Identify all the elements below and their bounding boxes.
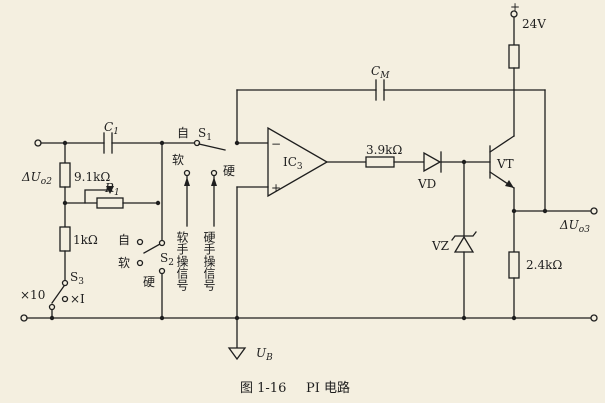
cm-label: CM — [371, 64, 390, 81]
c1-label: C1 — [104, 120, 119, 137]
resistor-3-9k — [365, 156, 395, 168]
input-section: C1 自 S1 软 硬 — [34, 120, 269, 178]
drive-stage: 3.9kΩ VD — [326, 143, 491, 191]
opamp-body — [267, 126, 329, 198]
s2-auto-contact — [136, 238, 144, 246]
ic3-label: IC3 — [283, 155, 303, 172]
vz-label: VZ — [431, 239, 449, 253]
s1-pivot — [193, 139, 201, 147]
vt-label: VT — [496, 157, 514, 171]
s2-soft-label: 软 — [118, 256, 130, 270]
diode-vd — [423, 151, 442, 173]
collector-resistor — [508, 44, 520, 69]
s1-auto-label: 自 — [177, 126, 189, 140]
ub-reference-symbol — [227, 347, 247, 361]
supply-plus-label: + — [510, 0, 520, 14]
manual-signal-arrows: 软手操信号 硬手操信号 — [175, 175, 217, 291]
resistor-9-1k-label: 9.1kΩ — [74, 170, 110, 184]
vd-label: VD — [417, 177, 436, 191]
s1-label: S1 — [198, 126, 212, 143]
resistor-network: ΔUo2 9.1kΩ R1 1kΩ 自 软 S2 硬 S3 ×10 ×I — [20, 142, 174, 319]
zener-body — [453, 235, 475, 253]
cm-feedback-capacitor: CM — [236, 64, 546, 212]
ground-rail: UB — [20, 314, 598, 363]
soft-manual-signal-label: 软手操信号 — [175, 231, 189, 291]
ground-left-terminal — [20, 314, 28, 322]
input-delta-u-label: ΔUo2 — [21, 170, 52, 187]
figure-number: 图 1-16 — [240, 381, 286, 396]
resistor-1k-label: 1kΩ — [73, 233, 98, 247]
s2-label: S2 — [160, 251, 174, 268]
resistor-2-4k — [508, 251, 520, 279]
s2-auto-label: 自 — [118, 233, 130, 247]
resistor-2-4k-label: 2.4kΩ — [526, 258, 562, 272]
s1-hard-label: 硬 — [223, 164, 235, 178]
s1-soft-contact — [183, 169, 191, 177]
opamp-ic3: − + IC3 — [236, 126, 329, 319]
s2-soft-contact — [136, 259, 144, 267]
resistor-9-1k — [59, 162, 71, 188]
hard-manual-signal-label: 硬手操信号 — [202, 231, 216, 291]
x10-label: ×10 — [20, 288, 45, 302]
opamp-plus: + — [271, 181, 281, 195]
figure-title: PI 电路 — [306, 380, 350, 396]
x1-label: ×I — [70, 292, 85, 306]
zener-vz: VZ — [431, 161, 477, 319]
s1-hard-contact — [210, 169, 218, 177]
s2-pivot — [158, 239, 166, 247]
s3-label: S3 — [70, 270, 84, 287]
supply-branch: + 24V — [508, 0, 546, 91]
s1-soft-label: 软 — [172, 153, 184, 167]
s3-x1-contact — [61, 295, 69, 303]
potentiometer-r1 — [96, 197, 124, 209]
r1-label: R1 — [104, 181, 120, 198]
supply-voltage-label: 24V — [522, 17, 546, 31]
s1-blade — [198, 143, 226, 151]
ub-label: UB — [256, 346, 273, 363]
resistor-1k — [59, 226, 71, 252]
output-terminal — [590, 207, 598, 215]
opamp-minus: − — [271, 137, 281, 151]
resistor-3-9k-label: 3.9kΩ — [366, 143, 402, 157]
emitter-arrow — [505, 180, 514, 188]
transistor-vt: VT 2.4kΩ ΔUo3 — [489, 89, 598, 319]
s3-pivot — [61, 279, 69, 287]
ground-right-terminal — [590, 314, 598, 322]
s3-x10-contact — [48, 303, 56, 311]
output-delta-u-label: ΔUo3 — [559, 218, 590, 235]
input-terminal — [34, 139, 42, 147]
s2-hard-contact — [158, 267, 166, 275]
s2-hard-label: 硬 — [143, 275, 155, 289]
